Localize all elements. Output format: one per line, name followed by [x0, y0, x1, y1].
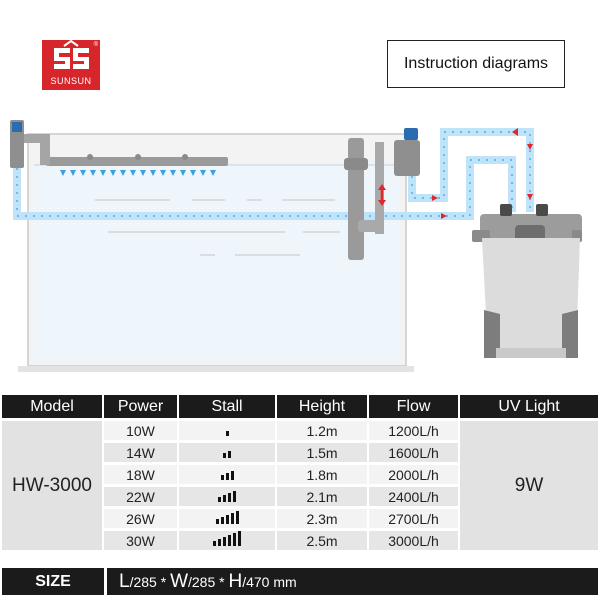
height-cell: 1.2m [277, 421, 367, 440]
height-value: 470 mm [246, 573, 297, 590]
height-cell: 2.1m [277, 487, 367, 506]
stall-bar [225, 473, 229, 480]
table-row: 14W 1.5m 1600L/h [2, 443, 598, 462]
spec-header-row: Model Power Stall Height Flow UV Light [2, 395, 598, 418]
length-key: L [119, 570, 130, 592]
stall-bar [215, 519, 219, 524]
header-uv-light: UV Light [460, 395, 598, 418]
stall-cell [179, 487, 275, 506]
tank-base [18, 366, 414, 372]
header-flow: Flow [369, 395, 458, 418]
header-stall: Stall [179, 395, 275, 418]
stall-cell [179, 531, 275, 550]
stall-bar [213, 541, 216, 546]
diagram-title: Instruction diagrams [387, 40, 565, 88]
table-row: 30W 2.5m 3000L/h [2, 531, 598, 550]
height-cell: 2.3m [277, 509, 367, 528]
stall-bar [230, 513, 234, 524]
height-cell: 2.5m [277, 531, 367, 550]
spray-drops [60, 170, 216, 176]
stall-cell [179, 509, 275, 528]
sunsun-logo: ® SUNSUN [42, 39, 100, 90]
stall-bar [218, 497, 221, 502]
intake-tube [348, 138, 364, 260]
power-cell: 30W [104, 531, 177, 550]
stall-cell [179, 443, 275, 462]
model-value: HW-3000 [2, 421, 102, 550]
stall-bar [228, 451, 231, 458]
stall-bar [220, 517, 224, 524]
height-cell: 1.8m [277, 465, 367, 484]
size-dimensions: L/285 * W/285 * H/470 mm [107, 568, 598, 595]
stall-bar [223, 495, 226, 502]
installation-diagram [10, 120, 582, 372]
width-key: W [170, 570, 188, 592]
stall-level-icon [225, 422, 229, 436]
height-cell: 1.5m [277, 443, 367, 462]
brand-name: SUNSUN [50, 76, 92, 86]
stall-bar [233, 533, 236, 546]
length-value: 285 * [133, 573, 167, 590]
intake-valve [394, 140, 420, 176]
flow-cell: 1200L/h [369, 421, 458, 440]
stall-cell [179, 421, 275, 440]
stall-bar [225, 515, 229, 524]
power-cell: 26W [104, 509, 177, 528]
header-power: Power [104, 395, 177, 418]
water-lines [95, 199, 340, 256]
stall-cell [179, 465, 275, 484]
stall-level-icon [213, 531, 241, 546]
stall-level-icon [218, 488, 236, 502]
stall-bar [233, 491, 236, 502]
stall-bar [223, 537, 226, 546]
stall-bar [218, 539, 221, 546]
stall-bar [223, 453, 226, 458]
header-height: Height [277, 395, 367, 418]
table-row: 26W 2.3m 2700L/h [2, 509, 598, 528]
stall-level-icon [223, 444, 231, 458]
flow-cell: 1600L/h [369, 443, 458, 462]
table-row: HW-3000 10W 1.2m 1200L/h 9W [2, 421, 598, 550]
table-row: 18W 1.8m 2000L/h [2, 465, 598, 484]
stall-bar [228, 535, 231, 546]
power-cell: 14W [104, 443, 177, 462]
water-area [34, 165, 400, 361]
table-row: 22W 2.1m 2400L/h [2, 487, 598, 506]
flow-cell: 2400L/h [369, 487, 458, 506]
size-label: SIZE [2, 568, 104, 595]
canister-filter [472, 204, 582, 358]
size-row: SIZE L/285 * W/285 * H/470 mm [2, 568, 598, 595]
stall-bar [235, 511, 239, 524]
flow-cell: 2700L/h [369, 509, 458, 528]
header-model: Model [2, 395, 102, 418]
stall-bar [228, 493, 231, 502]
flow-cell: 2000L/h [369, 465, 458, 484]
height-key: H [228, 570, 243, 592]
stall-bar [225, 431, 229, 436]
spec-table: Model Power Stall Height Flow UV Light H… [0, 392, 600, 553]
uv-value: 9W [460, 421, 598, 550]
flow-arrows [432, 128, 533, 219]
sunsun-logo-mark [54, 39, 89, 69]
stall-bar [230, 471, 234, 480]
flow-cell: 3000L/h [369, 531, 458, 550]
power-cell: 18W [104, 465, 177, 484]
stall-bar [220, 475, 224, 480]
power-cell: 22W [104, 487, 177, 506]
stall-level-icon [220, 466, 234, 480]
stall-bar [238, 531, 241, 546]
power-cell: 10W [104, 421, 177, 440]
width-value: 285 * [191, 573, 225, 590]
stall-level-icon [215, 510, 239, 524]
registered-mark: ® [93, 42, 98, 48]
